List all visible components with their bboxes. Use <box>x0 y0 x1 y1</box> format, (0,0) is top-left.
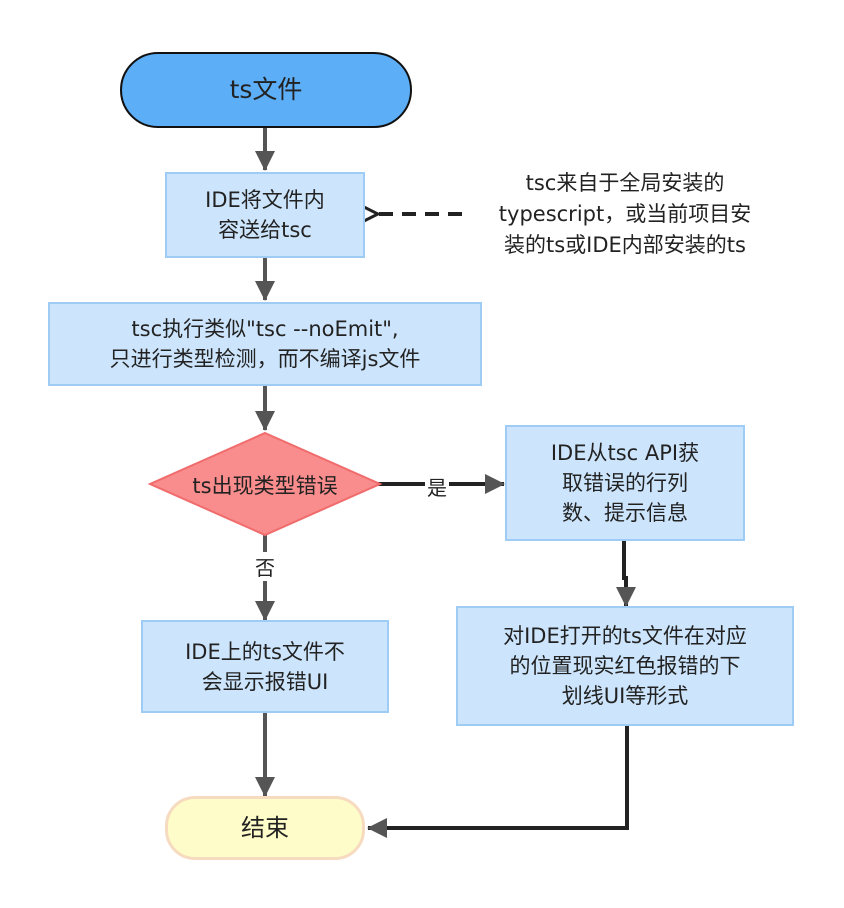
edge-geterrors-to-showerror <box>616 541 636 607</box>
get-errors-node: IDE从tsc API获 取错误的行列 数、提示信息 <box>505 425 745 541</box>
end-node: 结束 <box>165 796 365 860</box>
send-to-tsc-node: IDE将文件内 容送给tsc <box>165 172 365 258</box>
type-check-node: tsc执行类似"tsc --noEmit", 只进行类型检测，而不编译js文件 <box>48 302 482 386</box>
edge-label-yes: 是 <box>425 472 449 501</box>
no-error-node: IDE上的ts文件不 会显示报错UI <box>141 620 389 713</box>
tsc-source-note: tsc来自于全局安装的 typescript，或当前项目安 装的ts或IDE内部… <box>498 171 752 257</box>
edge-showerror-to-end <box>367 726 629 838</box>
edge-label-no: 否 <box>253 552 277 581</box>
show-error-node: 对IDE打开的ts文件在对应 的位置现实红色报错的下 划线UI等形式 <box>456 606 794 726</box>
start-node: ts文件 <box>120 52 412 128</box>
decision-diamond <box>147 431 383 537</box>
decision-label: ts出现类型错误 <box>192 474 338 498</box>
